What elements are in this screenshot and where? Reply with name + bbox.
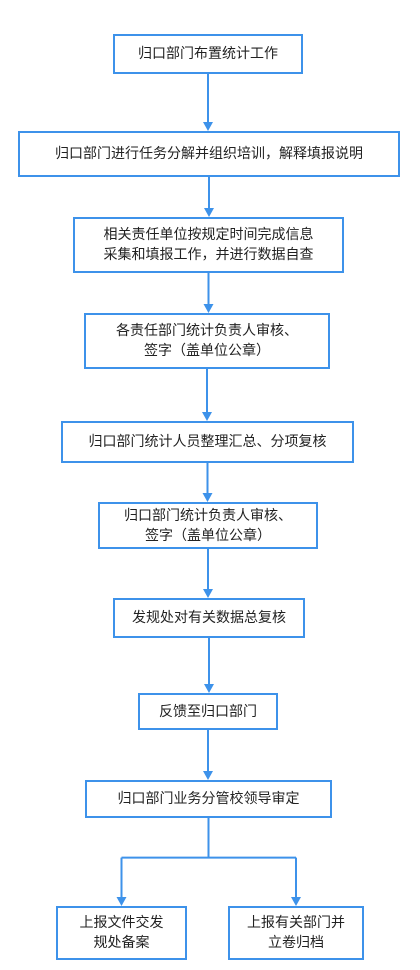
arrow-head-icon: [203, 304, 214, 313]
step-box-feedback: 反馈至归口部门: [138, 693, 278, 730]
step-label: 相关责任单位按规定时间完成信息 采集和填报工作，并进行数据自查: [103, 227, 314, 263]
step-box-planning-office-review: 发规处对有关数据总复核: [113, 598, 305, 638]
step-label: 归口部门统计负责人审核、 签字（盖单位公章）: [124, 507, 292, 544]
step-label: 归口部门业务分管校领导审定: [117, 791, 300, 807]
arrow-head-icon: [291, 897, 301, 906]
step-label: 归口部门进行任务分解并组织培训，解释填报说明: [55, 146, 363, 162]
arrow-head-icon: [202, 493, 213, 502]
step-box-summarize-and-recheck: 归口部门统计人员整理汇总、分项复核: [61, 421, 354, 463]
step-box-central-head-review: 归口部门统计负责人审核、 签字（盖单位公章）: [98, 502, 318, 549]
step-box-dept-head-review: 各责任部门统计负责人审核、 签字（盖单位公章）: [84, 313, 330, 369]
step-box-leader-approval: 归口部门业务分管校领导审定: [85, 780, 332, 818]
step-label: 上报有关部门并 立卷归档: [247, 915, 345, 951]
step-label: 上报文件交发 规处备案: [79, 915, 164, 951]
step-box-collect-and-self-check: 相关责任单位按规定时间完成信息 采集和填报工作，并进行数据自查: [73, 217, 344, 273]
step-box-submit-file-record: 上报文件交发 规处备案: [56, 906, 187, 960]
step-label: 归口部门统计人员整理汇总、分项复核: [88, 434, 327, 450]
arrow-head-icon: [203, 122, 213, 131]
arrow-head-icon: [204, 208, 214, 217]
step-box-task-breakdown-training: 归口部门进行任务分解并组织培训，解释填报说明: [18, 131, 400, 177]
step-box-report-and-archive: 上报有关部门并 立卷归档: [228, 906, 364, 960]
step-label: 发规处对有关数据总复核: [132, 610, 286, 626]
arrow-head-icon: [202, 412, 212, 421]
step-label: 各责任部门统计负责人审核、 签字（盖单位公章）: [116, 323, 298, 359]
arrow-head-icon: [116, 897, 127, 906]
arrow-head-icon: [203, 589, 213, 598]
step-label: 归口部门布置统计工作: [138, 46, 278, 62]
step-box-assign-statistics: 归口部门布置统计工作: [113, 34, 303, 74]
step-label: 反馈至归口部门: [159, 703, 257, 720]
arrow-head-icon: [203, 771, 213, 780]
arrow-head-icon: [204, 684, 214, 693]
